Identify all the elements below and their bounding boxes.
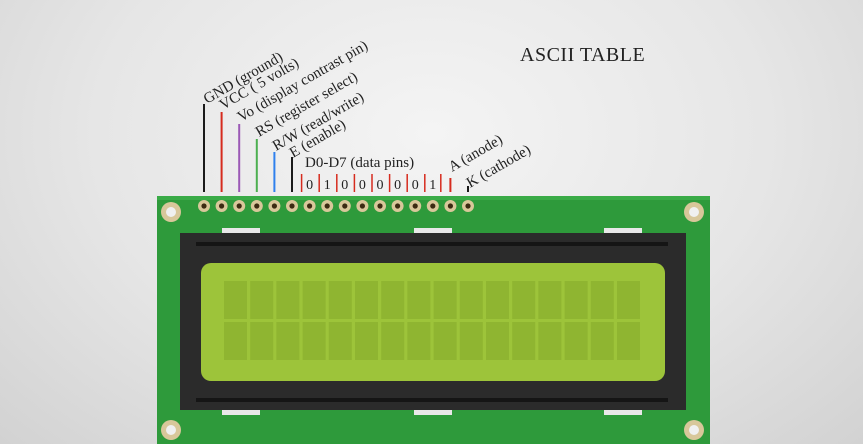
char-cell [355, 281, 378, 319]
char-cell [250, 281, 274, 319]
char-cell [538, 281, 562, 319]
pin-labels: GND (ground) VCC ( 5 volts) Vo (display … [201, 38, 534, 192]
char-cell [512, 322, 536, 360]
char-cell [590, 281, 614, 319]
char-cell [617, 322, 640, 360]
char-cell [328, 281, 352, 319]
data-pins-label: D0-D7 (data pins) [305, 155, 414, 171]
data-bit: 1 [429, 178, 436, 193]
char-cell [486, 281, 509, 319]
pin-wires [203, 104, 469, 192]
char-cell [381, 281, 405, 319]
header-pin-hole [324, 203, 330, 209]
header-pin-hole [430, 203, 436, 209]
header-pin-hole [307, 203, 313, 209]
header-pin-hole [254, 203, 260, 209]
char-cell [486, 322, 509, 360]
data-bit: 0 [412, 178, 419, 193]
character-cells [224, 281, 640, 360]
char-cell [564, 322, 588, 360]
char-cell [407, 281, 431, 319]
header-pin-hole [395, 203, 401, 209]
char-cell [381, 322, 405, 360]
bezel-stripe-top [196, 242, 668, 246]
header-pin-hole [465, 203, 471, 209]
data-bit: 0 [341, 178, 348, 193]
data-bit: 0 [359, 178, 366, 193]
char-cell [224, 281, 247, 319]
char-cell [459, 281, 483, 319]
bezel-clips [222, 228, 642, 415]
mounting-holes [161, 202, 704, 440]
char-cell [328, 322, 352, 360]
header-pins [198, 200, 474, 212]
char-cell [433, 322, 457, 360]
data-bit: 1 [324, 178, 331, 193]
header-pin-hole [377, 203, 383, 209]
header-pin-hole [359, 203, 365, 209]
char-cell [617, 281, 640, 319]
header-pin-hole [236, 203, 242, 209]
char-cell [355, 322, 378, 360]
char-cell [512, 281, 536, 319]
diagram-title: ASCII TABLE [520, 44, 646, 66]
header-pin-hole [219, 203, 225, 209]
char-cell [276, 322, 300, 360]
char-cell [276, 281, 300, 319]
char-cell [538, 322, 562, 360]
char-cell [590, 322, 614, 360]
char-cell [564, 281, 588, 319]
header-pin-hole [289, 203, 295, 209]
pcb-edge [157, 196, 710, 200]
char-cell [433, 281, 457, 319]
char-cell [224, 322, 247, 360]
char-cell [302, 281, 326, 319]
header-pin-hole [342, 203, 348, 209]
char-cell [250, 322, 274, 360]
char-cell [302, 322, 326, 360]
header-pin-hole [271, 203, 277, 209]
header-pin-hole [412, 203, 418, 209]
data-bit: 0 [306, 178, 313, 193]
char-cell [407, 322, 431, 360]
data-bit: 0 [394, 178, 401, 193]
header-pin-hole [447, 203, 453, 209]
char-cell [459, 322, 483, 360]
bezel-stripe-bottom [196, 398, 668, 402]
data-bit: 0 [377, 178, 384, 193]
header-pin-hole [201, 203, 207, 209]
